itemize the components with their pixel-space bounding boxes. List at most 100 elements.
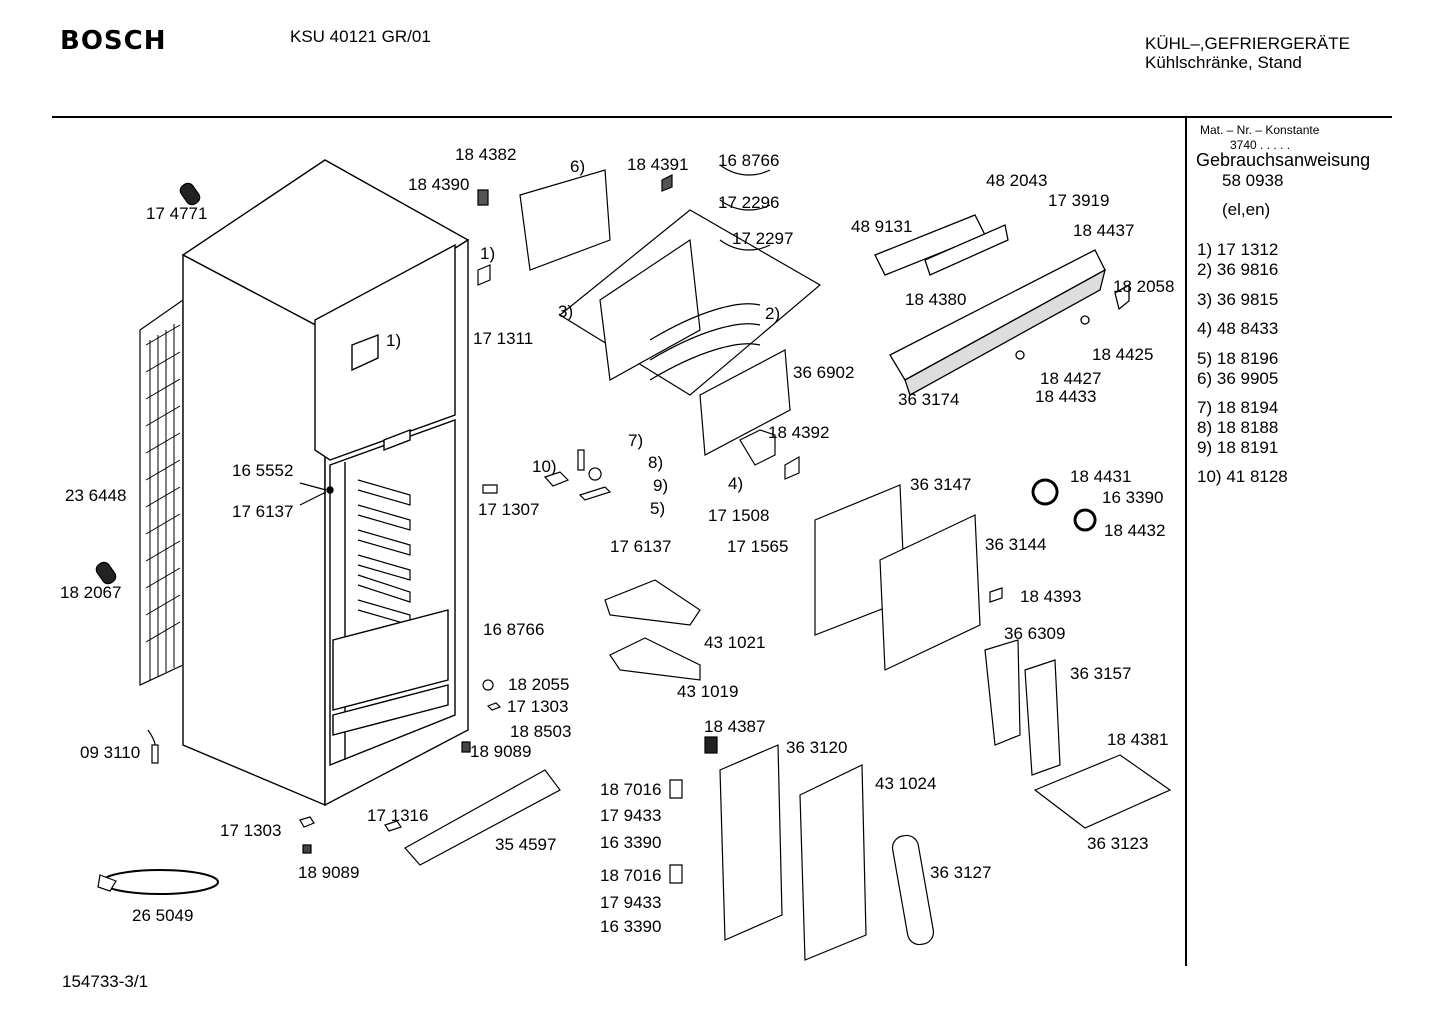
part-label: 17 1508	[708, 506, 770, 525]
part-label: 17 1565	[727, 537, 789, 556]
part-label: 4)	[728, 474, 744, 493]
part-label: 17 4771	[146, 204, 208, 223]
part-label: 36 6309	[1004, 624, 1066, 643]
part-label: 8)	[648, 453, 664, 472]
part-label: 36 6902	[793, 363, 855, 382]
document-reference: 154733-3/1	[62, 972, 149, 991]
mat-nr-label: Mat. – Nr. – Konstante	[1200, 123, 1320, 137]
mat-nr-value: 3740 . . . . .	[1230, 138, 1291, 152]
part-label: 18 4393	[1020, 587, 1082, 606]
category-title: KÜHL–,GEFRIERGERÄTE	[1145, 34, 1350, 53]
part-label: 18 2058	[1113, 277, 1175, 296]
part-label: 17 1311	[473, 329, 534, 348]
part-label: 1)	[386, 331, 402, 350]
part-label: 18 4391	[627, 155, 689, 174]
part-label: 17 1303	[507, 697, 569, 716]
part-label: 17 2297	[732, 229, 794, 248]
part-label: 2)	[765, 304, 781, 323]
footnote-part: 36 9905	[1216, 369, 1279, 388]
part-label: 7)	[628, 431, 644, 450]
part-label: 18 4433	[1035, 387, 1097, 406]
evaporator-part	[477, 164, 822, 466]
part-label: 17 1307	[478, 500, 540, 519]
footnote-part: 36 9816	[1216, 260, 1279, 279]
manual-languages: (el,en)	[1222, 200, 1271, 219]
brand-logo: BOSCH	[60, 26, 167, 56]
part-label: 10)	[532, 457, 557, 476]
footnote-number: 5)	[1197, 349, 1213, 368]
footnote-number: 8)	[1197, 418, 1213, 437]
middle-parts	[482, 449, 1097, 671]
manual-number: 58 0938	[1222, 171, 1284, 190]
cabinet-part	[181, 159, 470, 807]
footnote-item: 6) 36 9905	[1197, 369, 1278, 389]
footnote-part: 18 8191	[1216, 438, 1279, 457]
category-subtitle: Kühlschränke, Stand	[1145, 53, 1302, 72]
part-label: 43 1024	[875, 774, 937, 793]
part-label: 18 4427	[1040, 369, 1102, 388]
part-label: 3)	[558, 302, 574, 321]
part-label: 36 3174	[898, 390, 960, 409]
part-label: 48 2043	[986, 171, 1048, 190]
footnote-number: 9)	[1197, 438, 1213, 457]
part-label: 18 9089	[470, 742, 532, 761]
part-label: 18 4390	[408, 175, 470, 194]
footnote-item: 4) 48 8433	[1197, 319, 1278, 339]
part-label: 17 1303	[220, 821, 282, 840]
part-label: 18 4437	[1073, 221, 1135, 240]
part-label: 18 4432	[1104, 521, 1166, 540]
part-label: 17 6137	[610, 537, 672, 556]
part-label: 17 6137	[232, 502, 294, 521]
part-label: 26 5049	[132, 906, 194, 925]
footnote-number: 6)	[1197, 369, 1213, 388]
footnote-item: 3) 36 9815	[1197, 290, 1278, 310]
part-label: 18 4387	[704, 717, 766, 736]
footnote-item: 7) 18 8194	[1197, 398, 1278, 418]
footnote-number: 2)	[1197, 260, 1213, 279]
footnote-number: 3)	[1197, 290, 1213, 309]
part-label: 18 4425	[1092, 345, 1154, 364]
footnote-number: 1)	[1197, 240, 1213, 259]
part-label: 16 5552	[232, 461, 294, 480]
footnote-number: 7)	[1197, 398, 1213, 417]
condenser-part	[139, 298, 184, 686]
footnote-part: 18 8188	[1216, 418, 1279, 437]
part-label: 18 7016	[600, 780, 662, 799]
footnote-item: 1) 17 1312	[1197, 240, 1278, 260]
part-label: 09 3110	[80, 743, 141, 762]
part-label: 18 9089	[298, 863, 360, 882]
part-label: 18 4381	[1107, 730, 1169, 749]
footnote-part: 17 1312	[1216, 240, 1279, 259]
footnote-part: 41 8128	[1226, 467, 1288, 486]
part-label: 35 4597	[495, 835, 557, 854]
part-label: 43 1019	[677, 682, 739, 701]
control-panel-part	[874, 214, 1130, 396]
part-label: 18 2055	[508, 675, 570, 694]
part-label: 17 2296	[718, 193, 780, 212]
left-small-parts	[95, 182, 327, 895]
part-label: 9)	[653, 476, 669, 495]
lower-parts	[384, 579, 1172, 961]
footnote-item: 9) 18 8191	[1197, 438, 1278, 458]
part-label: 5)	[650, 499, 666, 518]
footnote-part: 18 8194	[1216, 398, 1279, 417]
part-label: 6)	[570, 157, 586, 176]
part-label: 16 8766	[483, 620, 545, 639]
part-label: 18 4380	[905, 290, 967, 309]
part-label: 18 8503	[510, 722, 572, 741]
part-label: 17 1316	[367, 806, 429, 825]
part-label: 36 3127	[930, 863, 992, 882]
part-label: 36 3147	[910, 475, 972, 494]
part-label: 17 3919	[1048, 191, 1110, 210]
footnote-item: 5) 18 8196	[1197, 349, 1278, 369]
part-label: 43 1021	[704, 633, 766, 652]
part-label: 17 9433	[600, 893, 662, 912]
manual-label: Gebrauchsanweisung	[1196, 150, 1371, 170]
part-label: 36 3123	[1087, 834, 1149, 853]
footnote-number: 10)	[1197, 467, 1222, 486]
part-label: 18 4431	[1070, 467, 1132, 486]
model-number: KSU 40121 GR/01	[290, 27, 431, 46]
part-label: 36 3120	[786, 738, 848, 757]
footnote-part: 36 9815	[1216, 290, 1279, 309]
